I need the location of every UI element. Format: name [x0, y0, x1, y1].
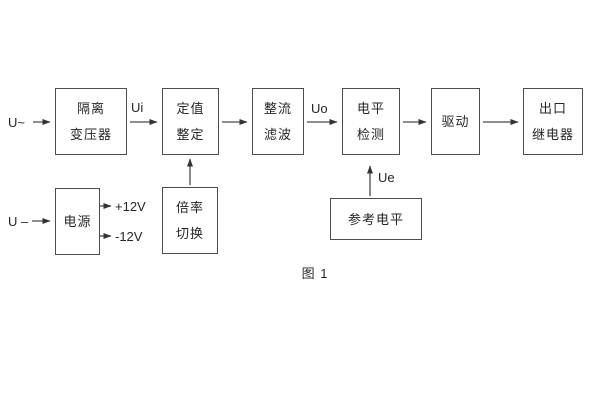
block-label-line: 电源: [63, 214, 92, 229]
block-label-line: 隔离: [76, 101, 105, 116]
block-rectify-filter: 整流 滤波: [252, 88, 304, 155]
signal-label-minus-12v: -12V: [115, 229, 143, 244]
block-setting-adjust: 定值 整定: [162, 88, 219, 155]
block-drive: 驱动: [431, 88, 480, 155]
signal-label-ue: Ue: [378, 170, 395, 185]
block-label-line: 继电器: [531, 127, 574, 142]
signal-label-ac-input: U~: [8, 115, 25, 130]
block-level-detect: 电平 检测: [342, 88, 400, 155]
block-label-line: 出口: [538, 101, 567, 116]
block-ratio-switch: 倍率 切换: [162, 187, 218, 254]
block-label-line: 整流: [263, 101, 292, 116]
signal-label-ui: Ui: [131, 100, 144, 115]
figure-caption: 图 1: [301, 266, 329, 281]
block-label-line: 驱动: [441, 114, 470, 129]
block-label-line: 变压器: [69, 127, 112, 142]
block-label-line: 检测: [356, 127, 385, 142]
block-output-relay: 出口 继电器: [523, 88, 583, 155]
block-label-line: 倍率: [175, 200, 204, 215]
block-label-line: 切换: [175, 226, 204, 241]
block-label-line: 整定: [176, 127, 205, 142]
signal-label-plus-12v: +12V: [115, 199, 146, 214]
block-label-line: 电平: [356, 101, 385, 116]
signal-label-uo: Uo: [311, 101, 328, 116]
block-isolation-transformer: 隔离 变压器: [55, 88, 127, 155]
block-label-line: 定值: [176, 101, 205, 116]
block-power-supply: 电源: [55, 188, 100, 255]
signal-label-dc-input: U –: [8, 214, 29, 229]
block-label-line: 参考电平: [347, 211, 404, 227]
block-label-line: 滤波: [263, 127, 292, 142]
block-reference-level: 参考电平: [330, 198, 422, 240]
